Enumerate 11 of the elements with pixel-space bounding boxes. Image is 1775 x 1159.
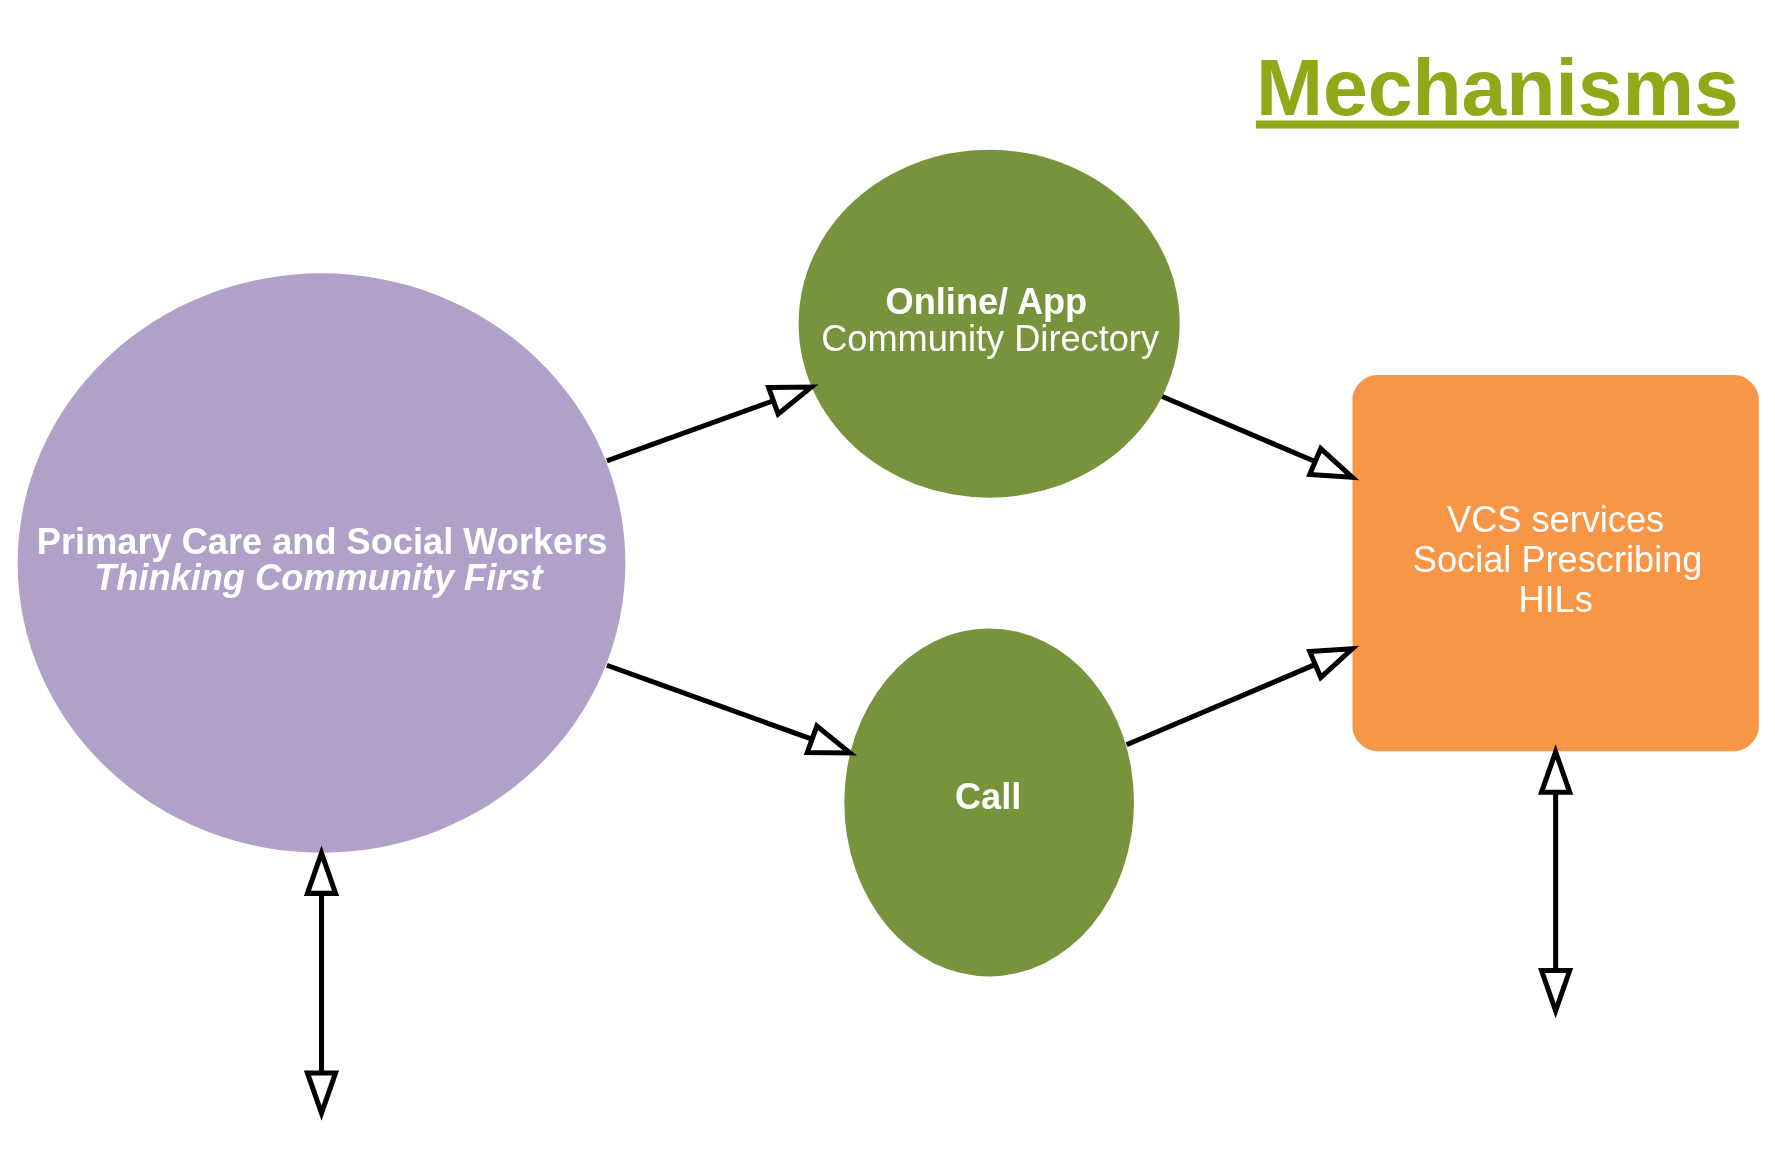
arrow (1160, 393, 1359, 480)
node-circle: Online/ App Community Directory (798, 149, 1180, 498)
node-ellipse: Call (843, 627, 1134, 976)
arrow (605, 384, 818, 463)
arrow (303, 845, 339, 1121)
arrow (605, 662, 857, 755)
arrow (1125, 645, 1359, 747)
diagram-title: Mechanisms (1255, 41, 1739, 132)
arrow (1537, 743, 1573, 1018)
node-circle: Primary Care and Social Workers Thinking Community First (17, 272, 625, 853)
node-box: VCS services Social Prescribing HILs (1351, 374, 1759, 751)
